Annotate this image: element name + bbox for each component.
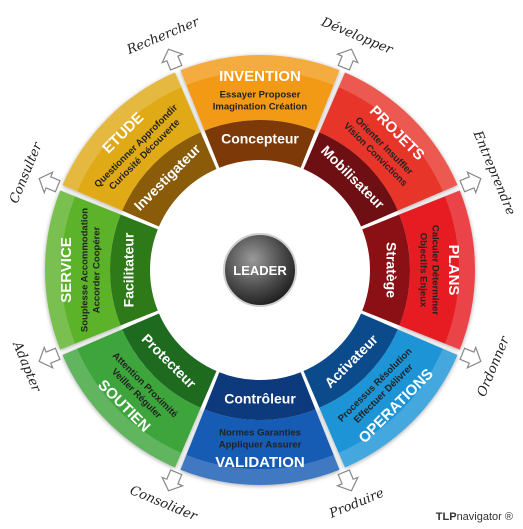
segment-invention [180,54,340,168]
arrow-shape-7 [160,48,185,71]
segment-service [44,190,158,350]
segment-outer-invention [180,54,340,131]
segment-inner-plans [362,214,410,326]
action-label-7: Rechercher [124,14,202,58]
segment-outer-projets [319,72,458,211]
segment-projets [303,72,458,227]
action-label-4: Consolider [127,483,199,524]
arrow-shape-1 [459,170,482,195]
action-label-0: Développer [318,14,395,58]
arrow-shape-6 [38,170,61,195]
leader-button [223,233,297,307]
segment-title-validation: VALIDATION [215,454,304,471]
segment-outer-service [44,190,121,350]
segment-keyword-plans-2: Objectifs Enjeux [417,233,428,308]
action-label-5: Adapter [9,339,44,395]
segment-title-service: SERVICE [58,237,75,303]
segment-inner-operations [303,313,398,408]
segment-keyword-service-1: Souplesse Accommodation [80,208,91,332]
segment-outer-plans [399,190,475,350]
segment-outer-etude [62,72,201,211]
segment-outer-soutien [62,329,201,468]
segment-soutien [62,313,217,468]
arrow-6 [38,170,61,195]
brand-mark: ® [504,511,513,523]
tlp-navigator-logo: TLPnavigator ® [436,511,513,523]
leader-label: LEADER [233,263,287,278]
segment-inner-validation [204,372,316,420]
segment-validation [180,372,340,485]
arrow-shape-3 [335,469,360,492]
segment-inner-projets [303,132,398,227]
brand-name: TLP [435,511,457,523]
arrow-shape-5 [38,345,61,370]
segment-inner-service [110,214,158,326]
segment-inner-etude [122,132,217,227]
segment-role-invention: Concepteur [221,131,299,147]
segment-title-plans: PLANS [445,245,462,296]
arrow-2 [459,345,482,370]
segment-keyword-service-2: Accorder Coopérer [92,226,103,313]
arrow-shape-4 [160,469,185,492]
segment-keyword-validation-1: Normes Garanties [219,428,301,439]
segment-outer-operations [319,329,458,468]
arrow-5 [38,345,61,370]
segment-keyword-validation-2: Appliquer Assurer [219,440,302,451]
arrow-3 [335,469,360,492]
segment-title-invention: INVENTION [219,68,301,85]
segment-role-service: Facilitateur [121,232,137,307]
segment-gloss-operations [338,348,458,468]
segment-role-validation: Contrôleur [224,391,296,407]
segment-gloss-etude [62,72,182,192]
segment-inner-soutien [122,313,217,408]
segment-keyword-invention-2: Imagination Création [213,102,308,113]
segment-etude [62,72,217,227]
arrow-shape-0 [335,48,360,71]
segment-keyword-plans-1: Calculer Déterminer [429,225,440,316]
segment-gloss-invention [180,54,340,86]
arrow-1 [459,170,482,195]
segment-operations [303,313,458,468]
segment-keyword-invention-1: Essayer Proposer [220,90,301,101]
segment-outer-validation [180,409,340,485]
arrow-4 [160,469,185,492]
segment-gloss-projets [338,72,458,192]
segment-gloss-plans [444,190,475,350]
action-label-2: Ordonner [475,334,514,399]
arrow-0 [335,48,360,71]
segment-gloss-service [44,190,76,350]
segment-role-plans: Stratège [383,242,399,298]
segment-gloss-validation [180,454,340,485]
arrow-7 [160,48,185,71]
action-label-6: Consulter [7,140,46,206]
arrow-shape-2 [459,345,482,370]
segment-gloss-soutien [62,348,182,468]
action-label-1: Entreprendre [469,128,518,218]
segment-plans [362,190,475,350]
segment-inner-invention [204,119,316,168]
brand-suffix: navigator [456,511,502,523]
action-label-3: Produire [326,486,386,522]
